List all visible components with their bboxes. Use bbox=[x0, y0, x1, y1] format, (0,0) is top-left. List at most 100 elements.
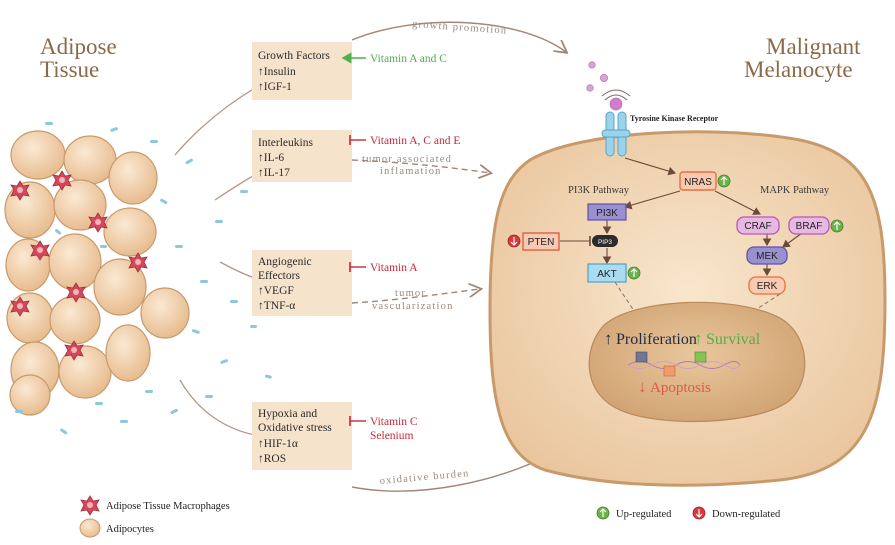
pathway-arrows bbox=[602, 157, 803, 277]
oxidative-burden-label: oxidative burden bbox=[379, 468, 470, 487]
adipose-tissue-title: Adipose Tissue bbox=[40, 34, 117, 82]
pten-label: PTEN bbox=[528, 237, 555, 248]
ligand-molecules bbox=[586, 61, 631, 111]
hypoxia-hif1a: ↑HIF-1α bbox=[258, 438, 298, 450]
inflammation-label-line2: inflamation bbox=[380, 166, 442, 177]
mek-label: MEK bbox=[756, 251, 778, 262]
craf-node: CRAF bbox=[736, 216, 780, 235]
pten-inhibition bbox=[560, 236, 591, 246]
legend-up-regulated-label: Up-regulated bbox=[616, 509, 672, 520]
braf-node: BRAF bbox=[788, 216, 844, 235]
receptor-label: Tyrosine Kinase Receptor bbox=[630, 114, 719, 123]
vitamin-growth: Vitamin A and C bbox=[341, 52, 447, 65]
pten-down-icon bbox=[507, 234, 521, 248]
growth-insulin: ↑Insulin bbox=[258, 66, 296, 78]
erk-label: ERK bbox=[757, 281, 778, 292]
vitamin-angiogenic-label: Vitamin A bbox=[370, 262, 418, 274]
growth-igf1: ↑IGF-1 bbox=[258, 81, 292, 93]
nras-node: NRAS bbox=[679, 171, 731, 191]
apoptosis-down-arrow: ↓ bbox=[638, 377, 647, 396]
proliferation-label: Proliferation bbox=[616, 331, 697, 348]
angiogenic-title-line1: Angiogenic bbox=[258, 256, 312, 268]
tissue-to-box-connectors bbox=[174, 87, 256, 436]
growth-factors-title: Growth Factors bbox=[258, 50, 330, 62]
inflammation-label-line1: tumor associated bbox=[362, 154, 452, 165]
growth-promotion-label: growth promotion bbox=[412, 19, 508, 37]
up-regulated-icon bbox=[596, 506, 610, 520]
vitamin-angiogenic: Vitamin A bbox=[349, 262, 418, 274]
legend-macrophages: Adipose Tissue Macrophages bbox=[80, 495, 230, 516]
akt-node: AKT bbox=[587, 263, 641, 283]
vascularization-arrow bbox=[351, 289, 480, 304]
legend-macrophages-label: Adipose Tissue Macrophages bbox=[106, 501, 230, 512]
craf-label: CRAF bbox=[744, 221, 771, 232]
melanocyte-title-line2: Melanocyte bbox=[744, 57, 853, 82]
pi3k-pathway-label: PI3K Pathway bbox=[568, 185, 630, 196]
blood-vessel-particles bbox=[15, 122, 272, 435]
angiogenic-vegf: ↑VEGF bbox=[258, 285, 294, 297]
vitamin-hypoxia-label-line1: Vitamin C bbox=[370, 416, 418, 428]
braf-label: BRAF bbox=[796, 221, 823, 232]
macrophage-group bbox=[10, 170, 148, 361]
legend-adipocytes-label: Adipocytes bbox=[106, 524, 154, 535]
inflammation-arrow bbox=[351, 159, 490, 173]
malignant-melanocyte-title: Malignant Melanocyte bbox=[744, 34, 861, 82]
apoptosis-gene-block bbox=[663, 365, 676, 377]
proliferation-gene-block bbox=[635, 351, 648, 363]
down-regulated-icon bbox=[692, 506, 706, 520]
factor-box-interleukins: Interleukins ↑IL-6 ↑IL-17 bbox=[252, 130, 352, 182]
akt-label: AKT bbox=[597, 269, 616, 280]
macrophage-icon bbox=[80, 495, 100, 516]
interleukin-il6: ↑IL-6 bbox=[258, 152, 284, 164]
legend-down-regulated: Down-regulated bbox=[692, 506, 781, 520]
legend-down-regulated-label: Down-regulated bbox=[712, 509, 781, 520]
legend-adipocytes: Adipocytes bbox=[79, 518, 154, 538]
vitamin-hypoxia-label-line2: Selenium bbox=[370, 430, 413, 442]
nras-label: NRAS bbox=[684, 177, 712, 188]
hypoxia-ros: ↑ROS bbox=[258, 453, 286, 465]
adipose-title-line1: Adipose bbox=[40, 34, 117, 59]
adipocyte-icon bbox=[79, 518, 101, 538]
akt-up-icon bbox=[627, 266, 641, 280]
tyrosine-kinase-receptor bbox=[601, 111, 631, 157]
adipose-tissue-cluster bbox=[4, 122, 272, 435]
factor-box-hypoxia: Hypoxia and Oxidative stress ↑HIF-1α ↑RO… bbox=[252, 402, 352, 470]
hypoxia-title-line1: Hypoxia and bbox=[258, 408, 317, 420]
apoptosis-label: Apoptosis bbox=[650, 380, 711, 396]
erk-node: ERK bbox=[748, 276, 786, 295]
angiogenic-tnf: ↑TNF-α bbox=[258, 300, 295, 312]
survival-gene-block bbox=[694, 351, 707, 363]
mek-node: MEK bbox=[746, 246, 788, 265]
survival-up-arrow: ↑ bbox=[694, 329, 703, 348]
vitamin-growth-label: Vitamin A and C bbox=[370, 53, 447, 65]
melanocyte-title-line1: Malignant bbox=[766, 34, 861, 59]
pten-node: PTEN bbox=[507, 232, 560, 251]
vascularization-label-line1: tumor bbox=[395, 288, 426, 299]
pip3-label: PIP3 bbox=[598, 239, 612, 246]
vitamin-interleukins: Vitamin A, C and E bbox=[349, 135, 460, 147]
survival-label: Survival bbox=[706, 331, 761, 348]
adipose-title-line2: Tissue bbox=[40, 57, 99, 82]
pi3k-node: PI3K bbox=[587, 203, 627, 221]
factor-box-growth: Growth Factors ↑Insulin ↑IGF-1 bbox=[252, 42, 352, 100]
effect-arrows bbox=[351, 21, 566, 492]
oxidative-burden-arrow bbox=[351, 456, 547, 492]
interleukins-title: Interleukins bbox=[258, 137, 313, 149]
angiogenic-title-line2: Effectors bbox=[258, 270, 300, 282]
legend-up-regulated: Up-regulated bbox=[596, 506, 672, 520]
vascularization-label-line2: vascularization bbox=[372, 301, 454, 312]
proliferation-up-arrow: ↑ bbox=[604, 329, 613, 348]
nras-up-icon bbox=[717, 174, 731, 188]
adipocyte-group bbox=[4, 130, 190, 416]
growth-promotion-arrow bbox=[351, 21, 566, 52]
mapk-pathway-label: MAPK Pathway bbox=[760, 185, 830, 196]
hypoxia-title-line2: Oxidative stress bbox=[258, 422, 332, 434]
vitamin-interleukins-label: Vitamin A, C and E bbox=[370, 135, 460, 147]
nucleus: ↑ Proliferation ↑ Survival ↓ Apoptosis bbox=[588, 301, 806, 423]
factor-box-angiogenic: Angiogenic Effectors ↑VEGF ↑TNF-α bbox=[252, 250, 352, 316]
braf-up-icon bbox=[830, 219, 844, 233]
vitamin-hypoxia: Vitamin C Selenium bbox=[349, 416, 418, 442]
pi3k-label: PI3K bbox=[596, 208, 618, 219]
interleukin-il17: ↑IL-17 bbox=[258, 167, 290, 179]
